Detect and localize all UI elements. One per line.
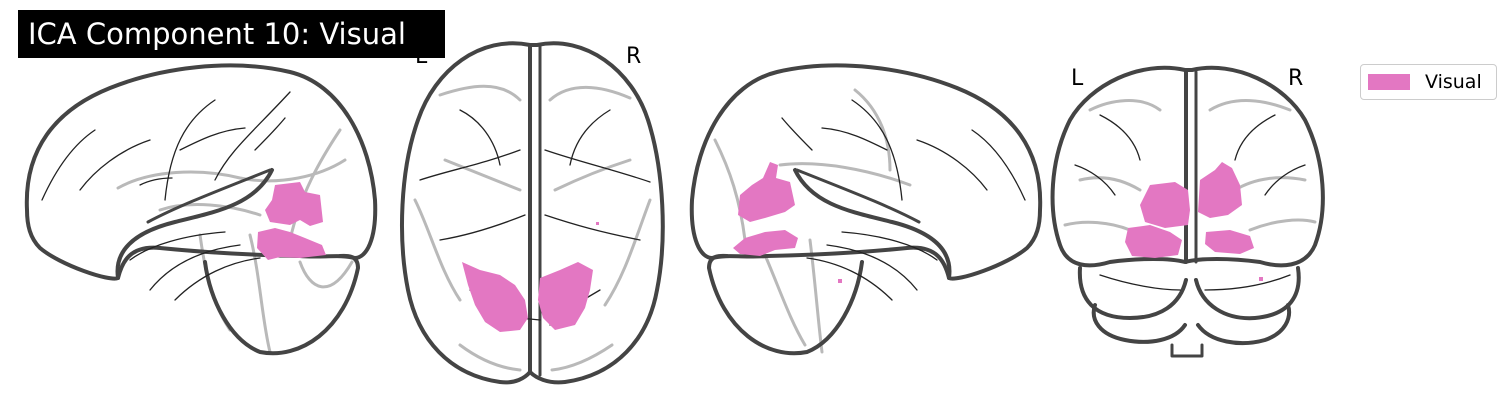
sulcus [164,99,216,201]
cerebellum-outline [707,253,864,356]
sulcus [569,109,611,166]
sulcus [439,214,526,241]
sylvian-fissure [146,168,272,224]
sulcus [806,257,893,301]
deep-structure [778,162,912,187]
sulcus [179,127,246,151]
activation-blob [265,182,323,226]
activation-blob [1205,230,1254,254]
sulcus [851,99,903,201]
sulcus [916,139,988,191]
sulcus [1099,274,1181,291]
sulcus [1099,114,1141,161]
deep-structure [413,198,462,302]
deep-structure [553,158,632,192]
brainstem [1170,343,1204,358]
sulcus [781,117,813,151]
sulcus [841,231,938,261]
sulcus [419,149,521,181]
cerebellum-lower-right [1196,303,1291,345]
cerebellum-lower-left [1091,303,1187,344]
sulcus [254,117,286,151]
temporal-boundary [793,168,952,280]
deep-structure [288,128,342,242]
activation-blob [538,262,593,330]
deep-structure [158,203,262,217]
deep-structure [550,343,614,372]
activation-blob [1125,225,1182,258]
activation-blob [462,262,528,332]
sulcus [79,139,151,191]
deep-structure [1248,218,1317,232]
deep-structure [853,88,892,172]
sulcus [1074,164,1116,196]
deep-structure [548,85,632,102]
deep-structure [248,233,272,354]
sulcus [41,129,96,201]
legend-swatch [1368,74,1410,90]
sulcus [1204,274,1291,291]
sulcus [544,149,651,183]
deep-structure [1208,99,1292,112]
cerebellum-outline [203,253,360,356]
legend: Visual [1360,64,1497,100]
sulcus [826,244,918,291]
sulcus [971,129,1026,201]
sulcus [459,109,501,166]
sulcus [544,214,641,241]
sulcus [821,127,888,151]
coronal-left-label: L [1071,66,1084,91]
sulcus [214,91,291,181]
sulcus [139,177,173,186]
activation-blob [1140,182,1190,228]
sulcus [129,231,226,261]
deep-structure [1088,99,1162,112]
axial-right-label: R [626,44,642,69]
cerebellum-left [1077,266,1188,320]
deep-structure [1063,220,1132,232]
legend-label: Visual [1425,71,1482,93]
deep-structure [298,260,354,289]
activation-blob [733,230,798,256]
deep-structure [1233,176,1307,192]
coronal-right-label: R [1288,66,1304,91]
deep-structure [603,198,652,307]
sulcus [174,257,261,301]
deep-structure [713,138,747,242]
temporal-boundary [115,168,274,280]
sylvian-fissure [795,168,921,224]
sulcus [149,244,241,291]
activation-blob [257,228,326,260]
figure-title: ICA Component 10: Visual [18,10,445,58]
activation-blob [738,162,795,222]
sulcus [1264,164,1306,196]
activation-voxel [1259,277,1263,281]
activation-voxel [596,222,599,225]
deep-structure [1078,176,1142,192]
deep-structure [458,343,522,372]
cerebellum-right [1194,266,1301,321]
deep-structure [763,253,807,347]
deep-structure [443,158,522,192]
activation-blob [1198,162,1242,218]
sulcus [1234,114,1276,161]
activation-voxel [838,279,842,283]
deep-structure [116,158,347,190]
deep-structure [438,84,522,102]
